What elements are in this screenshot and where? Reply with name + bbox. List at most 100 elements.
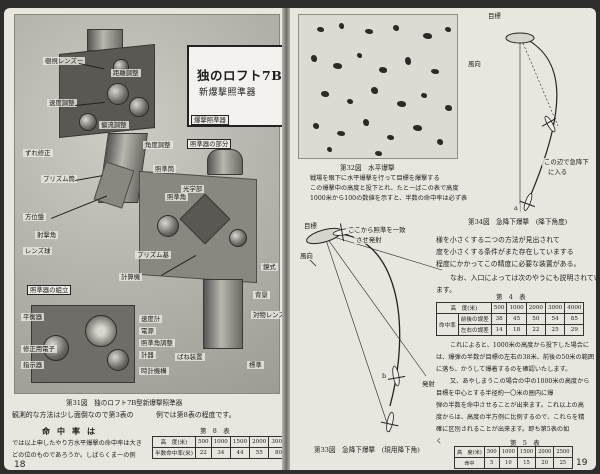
table-cell: 22 <box>194 447 212 459</box>
dive-diagram-shallow <box>303 223 443 433</box>
table-cell: 45 <box>506 313 527 325</box>
airplane-icon <box>519 193 536 211</box>
figure-33-caption: 第33図 急降下爆撃 (現用降下角) <box>314 446 420 454</box>
table-cell: 20 <box>535 457 555 469</box>
table-cell: 高 度(米) <box>152 436 196 448</box>
table-cell: 5 <box>483 457 500 469</box>
page-number-right: 19 <box>576 458 588 468</box>
table-row: 高 度(米) 500 1000 1500 2000 3000 <box>152 436 286 448</box>
gear-wheel-3 <box>107 349 129 371</box>
label-g5: 計器 <box>139 351 156 360</box>
table-8: 高 度(米) 500 1000 1500 2000 3000 半数命中率(米) … <box>152 436 286 459</box>
table-5: 高 度(米) 500 1000 1500 2000 2500 命中 5 10 1… <box>454 446 573 469</box>
table-cell: 高 度(米) <box>436 302 492 314</box>
figure-34-caption: 第34図 急降下爆撃 (降下角度) <box>468 218 568 226</box>
boxed-label-top: 爆撃照準器 <box>191 115 229 126</box>
table-cell: 85 <box>564 313 585 325</box>
table-5-title: 第 5 表 <box>510 439 540 447</box>
label-kogaku: 光学部 <box>181 185 205 194</box>
gear-wheel-1 <box>85 315 117 347</box>
table-cell: 44 <box>229 447 251 459</box>
label-haikei: 背景 <box>253 291 270 300</box>
book-gutter <box>282 8 292 470</box>
table-cell: 10 <box>498 457 518 469</box>
body-line: 確に区別されることが出来ます。即ち第5表の如 <box>436 426 570 433</box>
label-g2: 速度計 <box>139 315 163 324</box>
body-line: これによると、1000米の高度から投下した場合に <box>450 342 590 349</box>
label-mark-b: b <box>380 372 389 381</box>
body-line: この爆撃中の高度と投下とれ、たとーばこの表で高度 <box>310 185 459 192</box>
label-kyori: 距離調整 <box>111 69 141 78</box>
table-cell: 22 <box>525 324 546 336</box>
upper-dial-3 <box>79 113 97 131</box>
body-line: 1000米から100の数値を示すと、半数の命中率は必ず表 <box>310 195 468 202</box>
sight-line <box>323 233 427 377</box>
boxed-label-mid: 照準器の部分 <box>187 139 232 150</box>
label-release-2: させ発射 <box>354 236 384 245</box>
label-g6: 修正用電子 <box>21 345 57 354</box>
table-row: 高 度(米) 500 1000 2000 3000 4000 <box>436 302 585 314</box>
body-line: に落ち、かうして爆着するのを確認いたします。 <box>436 366 572 373</box>
table-cell: 1000 <box>506 302 527 314</box>
label-g1: 平衡器 <box>21 313 45 322</box>
dive-path <box>519 35 558 207</box>
label-kakudo: 角度調整 <box>143 141 173 150</box>
body-line: ます。 <box>436 286 456 294</box>
dive-path <box>323 232 401 407</box>
body-line: 程度にかかってこの精度に必要な装置がある。 <box>436 260 581 268</box>
figure-31-caption: 第31図 独のロフト7B型新爆撃照準器 <box>66 399 183 407</box>
label-sokudo: 速度調整 <box>47 99 77 108</box>
label-target-top: 目標 <box>486 12 503 21</box>
table-cell: 1000 <box>210 436 231 448</box>
label-prism-kyu: プリズム基 <box>135 251 171 260</box>
table-row: 左右の誤差 14 18 22 25 29 <box>437 324 585 336</box>
label-dive-note-1: この辺で急降下 <box>542 158 591 167</box>
table-cell: 15 <box>516 457 537 469</box>
figure-title-main: 独のロフト7B <box>197 68 283 83</box>
body-line: では以上申したやり方水平爆撃の命中率は大き <box>12 440 142 447</box>
body-line: 目標を中心とする半径約一〇米の圏内に爆 <box>436 390 554 397</box>
body-line: 又、あやしまうこの場合の中の1000米の高度から <box>450 378 590 385</box>
body-line: 戦場を眼下に水平爆撃を行って目標を爆撃する <box>310 175 440 182</box>
table-row: 命中 5 10 15 20 25 <box>454 457 573 469</box>
label-kagami: 鏡式 <box>261 263 278 272</box>
label-g9: ばね装置 <box>175 353 205 362</box>
page-number-left: 18 <box>14 460 26 470</box>
label-release-3: 発射 <box>420 380 437 389</box>
body-line: なお、入口によっては次のやうにも説明されてい <box>450 274 596 282</box>
label-wind-left: 風向 <box>298 252 315 261</box>
table-cell: 18 <box>506 324 527 336</box>
table-cell: 14 <box>490 324 508 336</box>
label-g7: 指示器 <box>21 361 45 370</box>
label-kijun: 標準 <box>247 361 264 370</box>
table-cell: 80 <box>268 447 286 459</box>
body-line: 度を小さくする条件がまた存在していまする <box>436 248 574 256</box>
sight-line <box>519 35 559 127</box>
label-g4: 照準角調整 <box>139 339 175 348</box>
figure-title-box: 独のロフト7B 新爆撃照準器 <box>187 45 286 127</box>
label-lens-kyu: レンズ球 <box>23 247 53 256</box>
table-cell: 54 <box>544 313 566 325</box>
label-g8: 時計機構 <box>139 367 169 376</box>
label-keisanki: 計算機 <box>119 273 143 282</box>
table-cell: 500 <box>490 302 508 314</box>
table-row: 高 度(米) 500 1000 1500 2000 2500 <box>454 446 573 458</box>
label-mark-a: a <box>512 204 520 213</box>
body-line: 例では第8表の程度です。 <box>156 411 236 419</box>
airplane-icon <box>387 365 406 387</box>
table-row: 半数命中率(米) 22 34 44 55 80 <box>152 447 286 459</box>
table-cell: 2000 <box>525 302 546 314</box>
figure-32-caption: 第32図 水平爆撃 <box>340 164 395 172</box>
upper-dial-2 <box>129 97 149 117</box>
body-line: どの位のものであろうか。しばらくまーの例 <box>12 452 136 459</box>
table-cell: 38 <box>490 313 508 325</box>
section-title: 命中率は <box>42 426 102 436</box>
body-line: 様を小さくする二つの方法が見出されて <box>436 236 560 244</box>
label-prism: プリズム筒 <box>41 175 77 184</box>
table-cell: 50 <box>525 313 546 325</box>
lower-scope-tube <box>203 279 243 349</box>
table-cell: 命中 <box>454 457 485 469</box>
body-line: 弾の半数を命中させることが出来ます。これ以上の高 <box>436 402 584 409</box>
label-jyunsenkaku: 照準角 <box>165 193 189 202</box>
body-line: 観測的な方法は少し面倒なので第3表の <box>12 411 134 419</box>
